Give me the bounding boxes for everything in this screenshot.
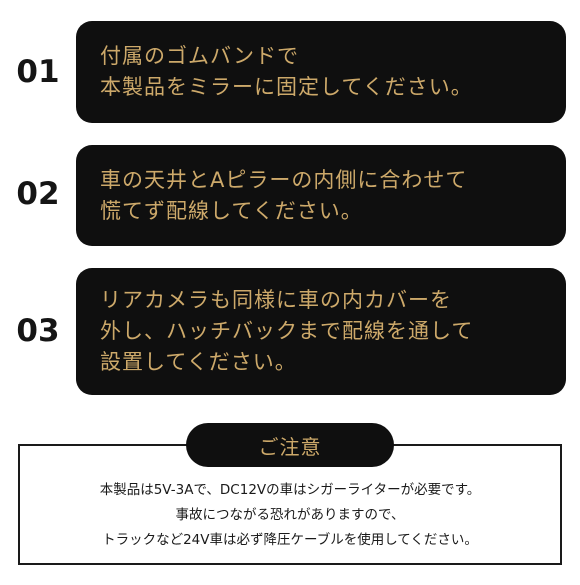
- step-03-line-3: 設置してください。: [100, 350, 297, 374]
- step-number-02: 02: [16, 176, 60, 212]
- notice-title: ご注意: [186, 423, 394, 467]
- step-box-02: 車の天井とAピラーの内側に合わせて 慌てず配線してください。: [76, 145, 566, 246]
- notice-body: 本製品は5V-3Aで、DC12Vの車はシガーライターが必要です。 事故につながる…: [20, 478, 560, 553]
- step-02-line-1: 車の天井とAピラーの内側に合わせて: [100, 167, 468, 192]
- step-text-02: 車の天井とAピラーの内側に合わせて 慌てず配線してください。: [100, 165, 467, 227]
- step-number-03: 03: [16, 313, 60, 349]
- step-03-line-1: リアカメラも同様に車の内カバーを: [100, 288, 452, 312]
- step-01-line-2: 本製品をミラーに固定してください。: [100, 75, 473, 99]
- step-03-line-2: 外し、ハッチバックまで配線を通して: [100, 319, 474, 343]
- notice-line-1: 本製品は5V-3Aで、DC12Vの車はシガーライターが必要です。: [99, 482, 481, 498]
- step-01-line-1: 付属のゴムバンドで: [100, 44, 300, 68]
- step-text-01: 付属のゴムバンドで 本製品をミラーに固定してください。: [100, 41, 473, 103]
- step-box-03: リアカメラも同様に車の内カバーを 外し、ハッチバックまで配線を通して 設置してく…: [76, 268, 566, 395]
- step-box-01: 付属のゴムバンドで 本製品をミラーに固定してください。: [76, 21, 566, 123]
- step-02-line-2: 慌てず配線してください。: [100, 198, 363, 223]
- step-text-03: リアカメラも同様に車の内カバーを 外し、ハッチバックまで配線を通して 設置してく…: [100, 285, 473, 378]
- notice-line-2: 事故につながる恐れがありますので、: [175, 507, 405, 523]
- step-number-01: 01: [16, 54, 60, 90]
- notice-line-3: トラックなど24V車は必ず降圧ケーブルを使用してください。: [102, 532, 478, 548]
